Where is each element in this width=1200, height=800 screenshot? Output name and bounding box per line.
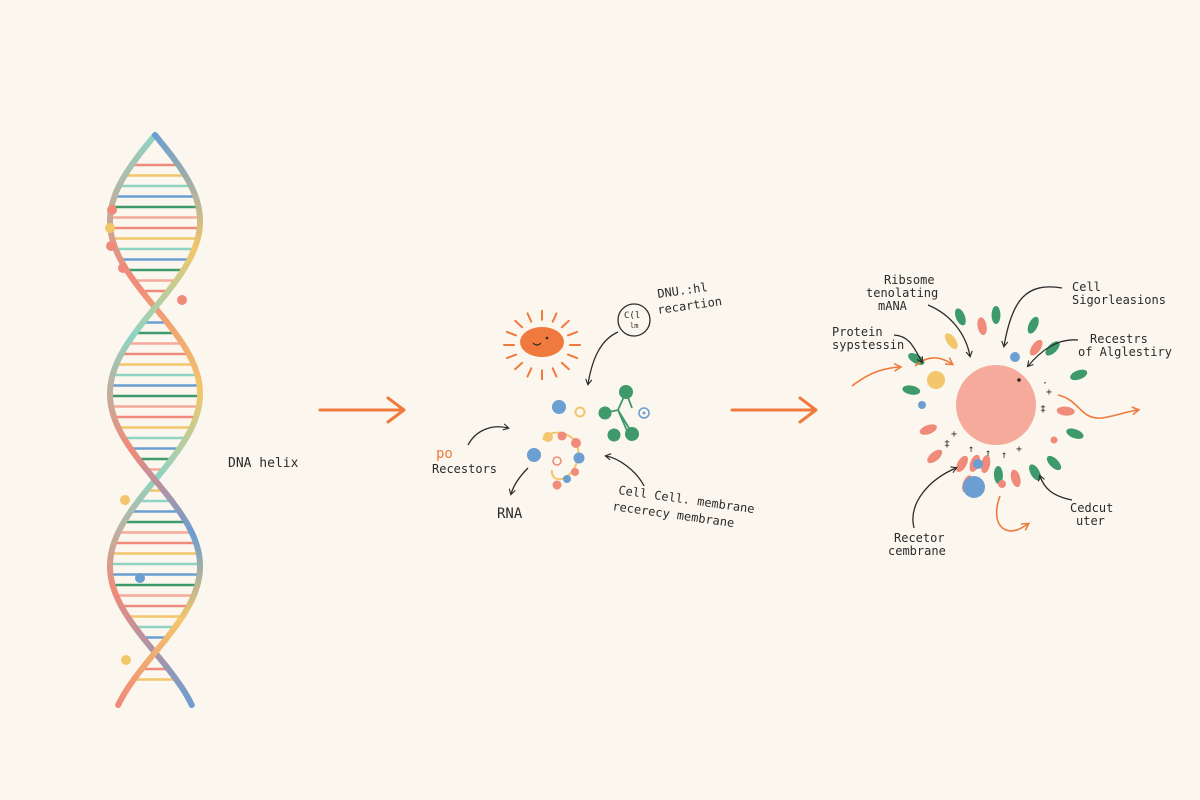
cell-small-dots — [918, 352, 1058, 498]
protein-label-1: Protein — [832, 325, 883, 339]
annotation-arrow-receptors-right — [1026, 339, 1079, 368]
annotation-arrow-ribosome — [927, 304, 973, 358]
dna-bead — [177, 295, 187, 305]
cell-leaf-marker — [927, 449, 943, 464]
dna-bead — [106, 241, 116, 251]
cedcut-label-2: uter — [1076, 514, 1105, 528]
dna-helix-label: DNA helix — [228, 456, 299, 471]
cedcut-label-1: Cedcut — [1070, 501, 1113, 515]
cell-body — [956, 365, 1036, 445]
svg-text:+: + — [951, 429, 957, 440]
annotation-arrow-membrane — [604, 453, 645, 487]
svg-text:‡: ‡ — [1040, 404, 1046, 415]
svg-text:+: + — [1016, 444, 1022, 455]
sun-ray — [566, 353, 579, 360]
cell-surroundings — [902, 306, 1088, 493]
cell-receptor-marks: +‡ ↑↑ ↑+ ‡+ · — [944, 378, 1052, 461]
ribosome-label-1: Ribsome — [884, 273, 935, 287]
svg-text:‡: ‡ — [944, 439, 950, 450]
cell-leaf-marker — [1029, 464, 1041, 481]
cell-leaf-marker — [1045, 341, 1060, 356]
cell-leaf-marker — [1066, 428, 1084, 439]
svg-text:↑: ↑ — [985, 448, 991, 459]
cell-leaf-marker — [1070, 369, 1088, 381]
sun-ray — [526, 312, 533, 323]
sun-ray — [551, 367, 558, 378]
dna-bead — [135, 573, 145, 583]
svg-text:↑: ↑ — [968, 444, 974, 455]
sun-ray — [526, 367, 533, 378]
cell-leaf-marker — [955, 308, 966, 326]
sun-ray — [560, 361, 570, 371]
dna-strand-front — [107, 132, 203, 708]
cell-leaf-marker — [1056, 406, 1075, 416]
sun-ray — [566, 330, 579, 337]
recetor-label-2: cembrane — [888, 544, 946, 558]
annotation-arrow-cedcut — [1037, 474, 1073, 501]
svg-text:↑: ↑ — [1001, 450, 1007, 461]
svg-text:po: po — [436, 446, 453, 462]
annotation-arrow-top — [585, 331, 619, 386]
sun-molecule — [503, 309, 581, 381]
molecule-cluster — [527, 385, 650, 490]
flow-arrow-out-right — [1057, 394, 1141, 419]
dna-bead — [105, 223, 115, 233]
ribosome-label-3: mANA — [878, 299, 908, 313]
annotation-arrow-receptors — [467, 423, 510, 446]
cell-label-2: Sigorleasions — [1072, 293, 1166, 307]
dna-bead — [118, 263, 128, 273]
annotation-arrow-rna — [508, 467, 529, 496]
receptors-right-label-2: of Alglestiry — [1078, 345, 1172, 359]
dna-bead — [107, 205, 117, 215]
annotation-arrow-cell — [1001, 286, 1063, 348]
cell-leaf-marker — [1010, 469, 1021, 488]
annotation-arrow-recetor — [912, 466, 958, 529]
sun-ray — [505, 330, 518, 337]
cell-label-1: Cell — [1072, 280, 1101, 294]
receptors-label: Recestors — [432, 462, 497, 476]
protein-label-2: sypstessin — [832, 338, 904, 352]
svg-text:·: · — [1042, 378, 1048, 389]
dna-helix — [105, 132, 203, 708]
dna-strand-back — [107, 132, 203, 708]
dna-reaction-label-1: DNU.:hl — [656, 280, 708, 301]
annotation-arrow-protein — [893, 334, 923, 364]
cell-leaf-marker — [1046, 455, 1062, 471]
dna-annotation-circle: C(l lm — [617, 303, 651, 337]
receptors-right-label-1: Recestrs — [1090, 332, 1148, 346]
flow-arrow-in-left — [851, 362, 903, 387]
dna-bead — [121, 655, 131, 665]
process-arrow-1 — [318, 396, 406, 424]
cell-leaf-marker — [919, 424, 937, 435]
cell-leaf-marker — [977, 317, 987, 336]
process-arrow-2 — [730, 396, 818, 424]
cell-leaf-marker — [944, 333, 958, 349]
sun-ray — [551, 312, 558, 323]
cell-leaf-marker — [1029, 339, 1043, 356]
svg-text:+: + — [1046, 387, 1052, 398]
sun-ray — [514, 361, 524, 371]
receptors-glyph: po — [436, 446, 453, 462]
rna-label: RNA — [497, 506, 523, 522]
cell-leaf-marker — [902, 385, 921, 395]
sun-ray — [560, 319, 570, 329]
cell-leaf-marker — [956, 455, 968, 473]
sun-ray — [505, 353, 518, 360]
svg-text:lm: lm — [630, 322, 638, 330]
dna-bead — [120, 495, 130, 505]
ribosome-label-2: tenolating — [866, 286, 938, 300]
cell-leaf-marker — [1027, 316, 1039, 334]
cell-leaf-marker — [993, 466, 1003, 484]
recetor-label-1: Recetor — [894, 531, 945, 545]
svg-text:C(l: C(l — [624, 311, 640, 321]
cell-leaf-marker — [991, 306, 1001, 324]
sun-ray — [514, 319, 524, 329]
flow-arrow-bottom — [995, 495, 1031, 532]
cell-leaf-marker — [980, 455, 991, 473]
